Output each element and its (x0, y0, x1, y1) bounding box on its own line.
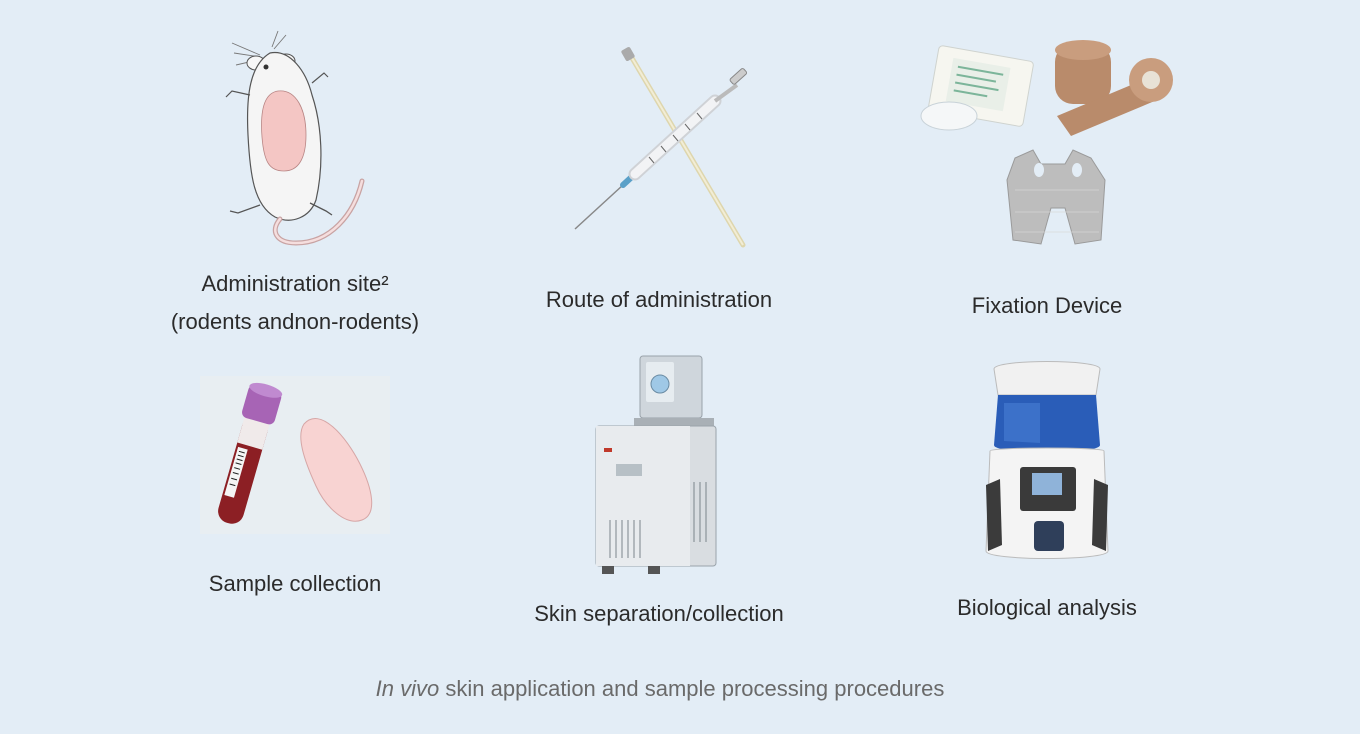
label-route-of-administration: Route of administration (545, 287, 773, 312)
caption-text: skin application and sample processing p… (439, 676, 945, 701)
label-skin-separation: Skin separation/collection (534, 601, 784, 626)
syringe-illustration (574, 47, 748, 248)
label-fixation-device: Fixation Device (971, 293, 1123, 318)
figure-caption: In vivo skin application and sample proc… (0, 676, 1320, 702)
caption-italic: In vivo (375, 676, 440, 701)
label-sample-collection: Sample collection (208, 571, 382, 596)
analyzer-illustration (985, 361, 1109, 559)
rat-illustration (225, 30, 365, 246)
fixation-illustration (920, 40, 1173, 245)
chiller-illustration (595, 355, 717, 574)
sample-illustration (200, 376, 390, 534)
label-biological-analysis: Biological analysis (957, 595, 1137, 620)
label-administration-site: Administration site² (rodents andnon-rod… (170, 271, 420, 334)
